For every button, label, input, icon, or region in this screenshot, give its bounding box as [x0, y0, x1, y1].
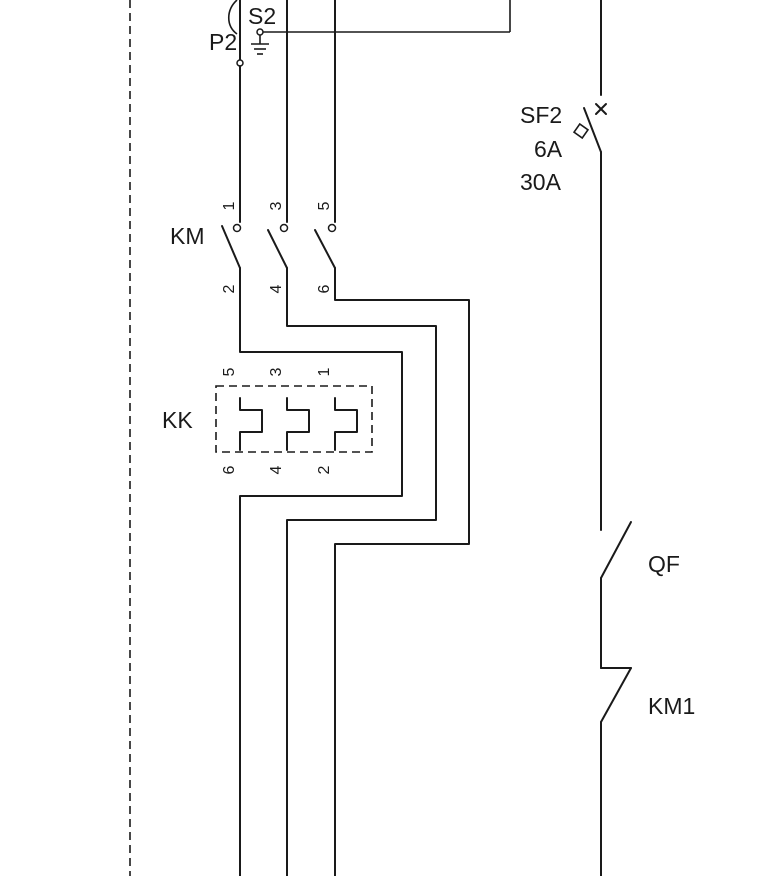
km-terminal-4: 4 [268, 284, 285, 293]
sf2-switch-blade [583, 107, 602, 153]
kk-terminal-6: 6 [221, 465, 238, 474]
sf2-trip-mark-b [595, 103, 607, 115]
label-p2: P2 [209, 29, 237, 55]
label-kk: KK [162, 407, 193, 433]
km-blade-5 [314, 229, 336, 269]
label-qf: QF [648, 551, 680, 577]
kk-terminal-4: 4 [268, 465, 285, 474]
km-terminal-6: 6 [316, 284, 333, 293]
kk-terminal-1: 1 [316, 367, 333, 376]
label-sf2: SF2 [520, 102, 562, 128]
km-terminal-1: 1 [221, 201, 238, 210]
km-contact-top-5 [327, 223, 337, 233]
km-blade-1 [221, 225, 241, 269]
terminal-s2 [256, 28, 264, 36]
km-blade-3 [267, 229, 288, 269]
km-terminal-3: 3 [268, 201, 285, 210]
label-km: KM [170, 223, 205, 249]
km-contact-top-3 [279, 223, 289, 233]
kk-terminal-5: 5 [221, 367, 238, 376]
km-terminal-5: 5 [316, 201, 333, 210]
kk-heater-2 [286, 397, 310, 451]
wire-l1-route [239, 267, 403, 876]
current-transformer-arc [227, 0, 238, 35]
kk-terminal-3: 3 [268, 367, 285, 376]
qf-contact-blade [600, 521, 632, 579]
km-contact-top-1 [232, 223, 242, 233]
sf2-actuator [572, 122, 590, 140]
kk-terminal-2: 2 [316, 465, 333, 474]
kk-heater-3 [334, 397, 358, 451]
label-s2: S2 [248, 3, 276, 29]
wire-l3-route [334, 267, 470, 876]
kk-relay-box [215, 385, 373, 453]
label-km1: KM1 [648, 693, 695, 719]
km1-contact-blade [600, 667, 632, 723]
label-sf2-trip: 30A [520, 169, 562, 195]
kk-heater-1 [239, 397, 263, 451]
label-sf2-rating: 6A [534, 136, 563, 162]
wire-l2-route [286, 267, 437, 876]
km-terminal-2: 2 [221, 284, 238, 293]
